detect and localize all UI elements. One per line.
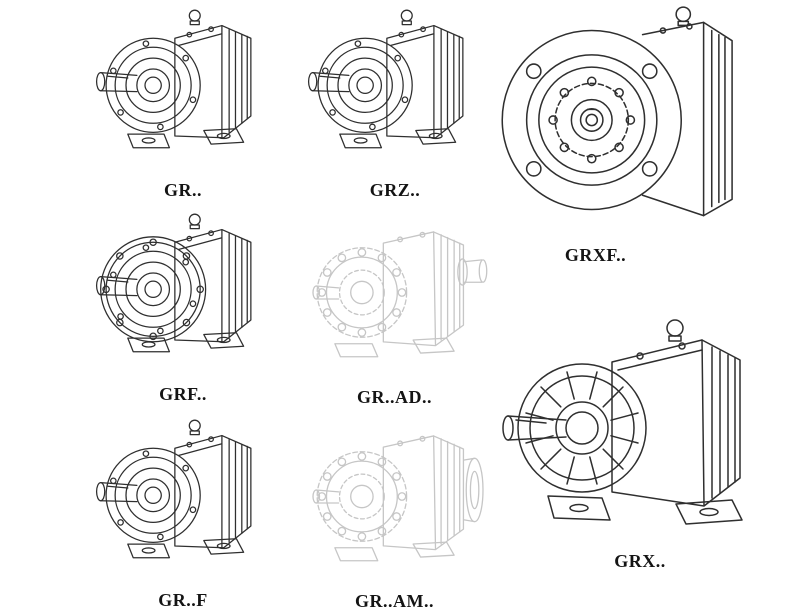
figure-grf: GRF.. [88,206,278,405]
gearbox-drawing-grx [502,319,743,525]
figure-grz: GRZ.. [300,2,490,201]
figure-grx: GRX.. [490,300,790,572]
figure-label-grxf: GRXF.. [564,245,627,265]
figure-label-gr-am: GR..AM.. [355,591,434,611]
figure-label-grx: GRX.. [614,551,666,571]
figure-label-grz: GRZ.. [369,180,421,200]
gearbox-drawing-grxf [501,6,733,217]
gearbox-drawing-gr-ad [292,204,497,381]
gearbox-drawing-grz [307,9,464,149]
figure-label-gr-f: GR..F [158,590,208,610]
gearbox-drawing-gr [95,9,252,149]
figure-gr: GR.. [88,2,278,201]
figure-grxf: GRXF.. [490,0,785,266]
gearbox-drawing-gr-f [95,419,252,559]
figure-label-gr-ad: GR..AD.. [357,387,432,407]
figure-label-grf: GRF.. [159,384,207,404]
figure-label-gr: GR.. [164,180,202,200]
gearbox-drawing-gr-am [292,408,497,585]
figure-gr-am: GR..AM.. [292,408,497,612]
gearbox-drawing-grf [88,206,278,378]
figure-gr-f: GR..F [88,412,278,611]
figure-gr-ad: GR..AD.. [292,204,497,408]
